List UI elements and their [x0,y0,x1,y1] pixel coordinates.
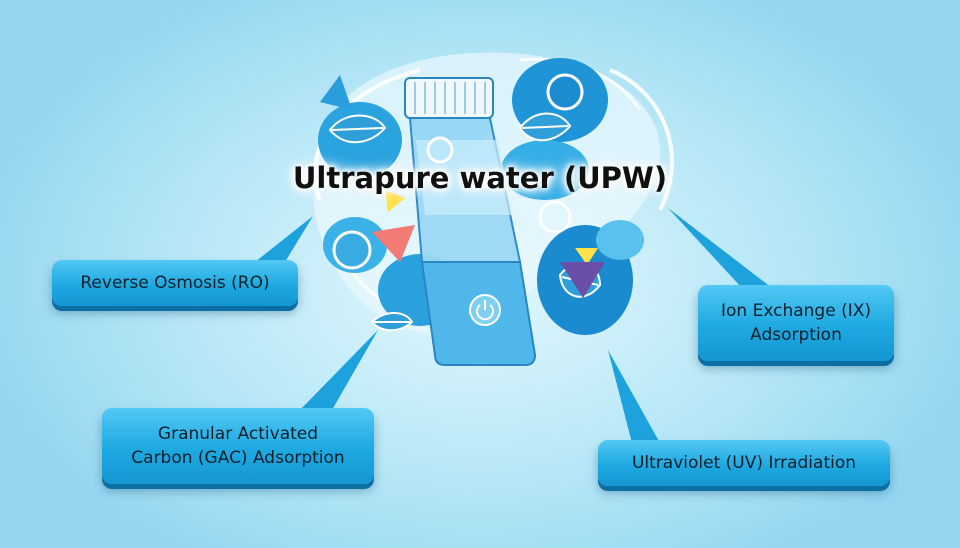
connector-uv [608,350,660,443]
step-label: Ion Exchange (IX) Adsorption [721,299,871,347]
triangle-icon [320,75,605,298]
step-label-line: Granular Activated [157,424,319,444]
bubble-icon [332,73,584,270]
step-label-line: Reverse Osmosis (RO) [80,273,270,293]
step-label: Reverse Osmosis (RO) [80,271,269,295]
connector-ro [255,216,313,262]
water-bottle-icon [404,77,537,366]
power-icon [476,300,494,321]
connector-ix [668,208,772,288]
step-label-line: Ultraviolet (UV) Irradiation [631,453,857,473]
step-label: Ultraviolet (UV) Irradiation [632,451,856,475]
step-box-ion-exchange: Ion Exchange (IX) Adsorption [698,285,894,361]
step-box-ultraviolet-irradiation: Ultraviolet (UV) Irradiation [598,440,890,486]
step-label-line: Ion Exchange (IX) [721,301,871,321]
connector-gac [300,330,378,410]
step-label-line: Carbon (GAC) Adsorption [131,448,345,468]
step-label-line: Adsorption [750,325,842,345]
step-label: Granular Activated Carbon (GAC) Adsorpti… [131,422,344,470]
step-box-reverse-osmosis: Reverse Osmosis (RO) [52,260,298,306]
step-box-granular-activated-carbon: Granular Activated Carbon (GAC) Adsorpti… [102,408,374,484]
diagram-title: Ultrapure water (UPW) [292,161,668,195]
